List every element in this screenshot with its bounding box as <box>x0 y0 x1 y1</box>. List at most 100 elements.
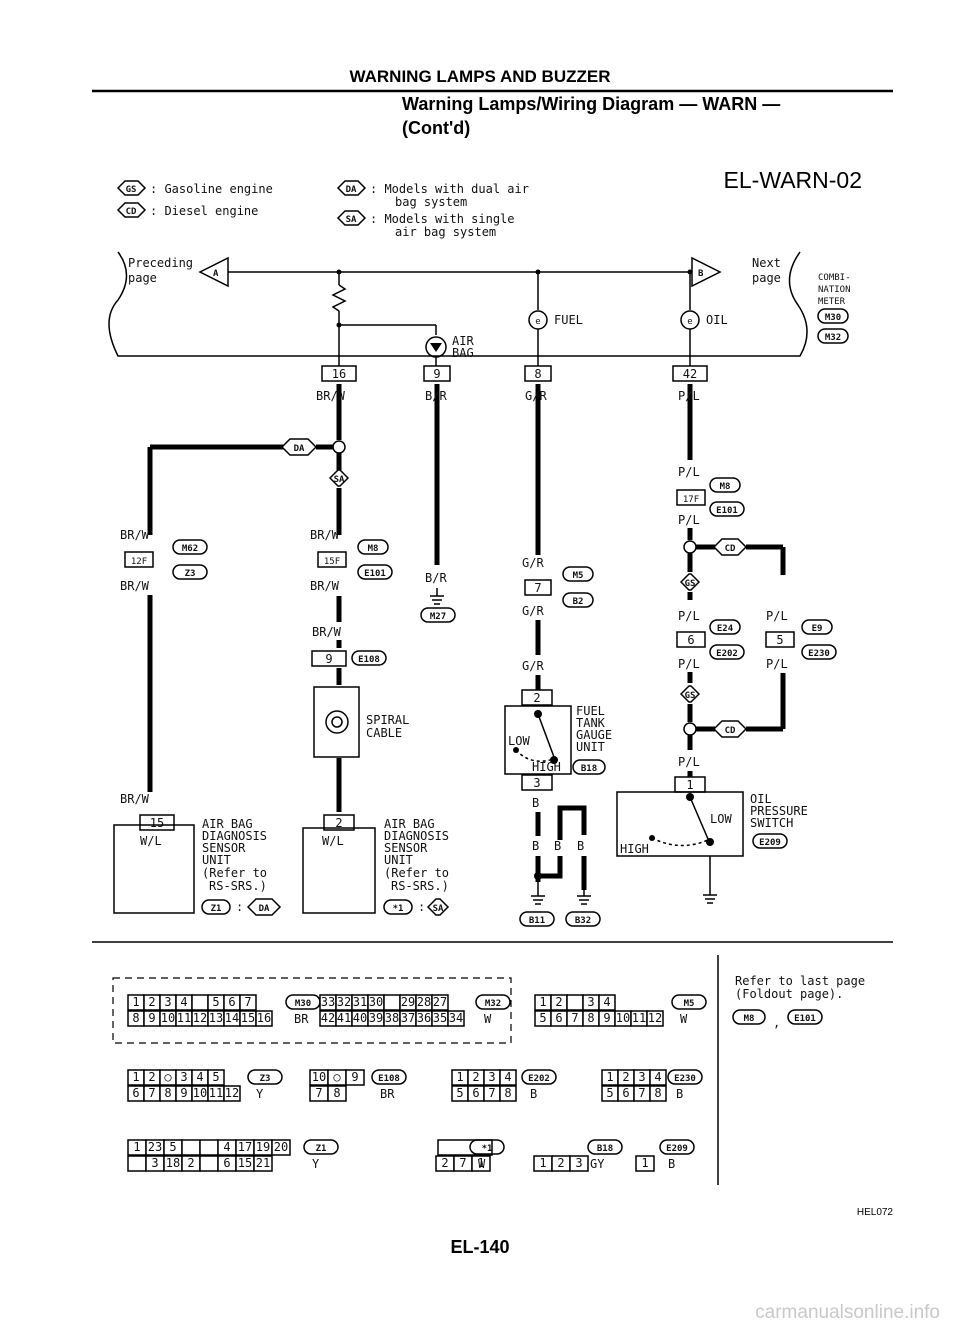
svg-text:G/R: G/R <box>522 659 544 673</box>
svg-text:GY: GY <box>590 1157 605 1171</box>
svg-text:AIR BAG: AIR BAG <box>202 817 253 831</box>
svg-text:E9: E9 <box>812 624 823 634</box>
svg-text:NATION: NATION <box>818 285 851 295</box>
combination-meter: Preceding page A B Next page COMBI- NATI… <box>108 251 851 370</box>
legend-da: DA : Models with dual air bag system <box>336 180 529 209</box>
svg-text::: : <box>418 900 425 914</box>
svg-text:: Gasoline engine: : Gasoline engine <box>150 182 273 196</box>
connector-cell: 19 <box>253 1139 273 1156</box>
svg-text:5: 5 <box>606 1086 613 1100</box>
connector-15: 15 <box>139 814 175 831</box>
svg-text:7: 7 <box>244 995 251 1009</box>
connector-cell: 33 <box>319 994 337 1011</box>
svg-text:SWITCH: SWITCH <box>750 816 793 830</box>
connector-cell: 36 <box>415 1010 433 1027</box>
connector-cell: 10 <box>614 1010 632 1027</box>
svg-text:4: 4 <box>504 1070 511 1084</box>
connector-cell: 12 <box>223 1085 241 1102</box>
svg-text:3: 3 <box>180 1070 187 1084</box>
svg-text:DA: DA <box>259 904 270 914</box>
refer-note: Refer to last page (Foldout page). M8 , … <box>732 974 865 1030</box>
svg-text:2: 2 <box>187 1156 194 1170</box>
svg-text:5: 5 <box>456 1086 463 1100</box>
svg-text:RS-SRS.): RS-SRS.) <box>209 879 267 893</box>
svg-text:Z1: Z1 <box>211 904 222 914</box>
pin-42: 42 <box>672 365 708 382</box>
connector-cell: 18 <box>163 1155 183 1172</box>
svg-text:29: 29 <box>401 995 415 1009</box>
connector-cell: 8 <box>649 1085 667 1102</box>
svg-text:UNIT: UNIT <box>202 853 231 867</box>
svg-text:PRESSURE: PRESSURE <box>750 804 808 818</box>
svg-text:E230: E230 <box>808 649 830 659</box>
svg-text:7: 7 <box>315 1086 322 1100</box>
meter-pins: 16 9 8 42 <box>321 365 708 382</box>
svg-text::: : <box>236 900 243 914</box>
connector-cell: 15 <box>239 1010 257 1027</box>
connector-cell: 1 <box>451 1069 469 1086</box>
svg-text:2: 2 <box>472 1070 479 1084</box>
connector-cell: 3 <box>633 1069 651 1086</box>
svg-text:35: 35 <box>433 1011 447 1025</box>
svg-text:SA: SA <box>334 475 345 485</box>
svg-text:Z3: Z3 <box>260 1074 271 1084</box>
connector-cell: 6 <box>223 994 241 1011</box>
connector-cell: 1 <box>127 1069 145 1086</box>
svg-text:: Models with single: : Models with single <box>370 212 515 226</box>
svg-text:M8: M8 <box>368 544 379 554</box>
svg-text:1: 1 <box>132 995 139 1009</box>
connector-e9: E9 <box>801 619 833 635</box>
connector-cell: 7 <box>483 1085 501 1102</box>
connector-cell: 41 <box>335 1010 353 1027</box>
svg-text:5: 5 <box>539 1011 546 1025</box>
connector-cell: 4 <box>191 1069 209 1086</box>
connector-cell: 2 <box>143 1069 161 1086</box>
connector-cell: 1 <box>533 1155 553 1172</box>
connector-cell: 7 <box>143 1085 161 1102</box>
svg-text:32: 32 <box>337 995 351 1009</box>
svg-text:GS: GS <box>126 185 137 195</box>
svg-text:9: 9 <box>433 367 440 381</box>
connector-cell: 2 <box>551 1155 571 1172</box>
connector-cell: 4 <box>649 1069 667 1086</box>
svg-text:17: 17 <box>238 1140 252 1154</box>
svg-text:12: 12 <box>225 1086 239 1100</box>
connector-b2: B2 <box>562 592 594 608</box>
svg-text:BR/W: BR/W <box>316 389 346 403</box>
connector-cell: 2 <box>617 1069 635 1086</box>
svg-text:15F: 15F <box>324 557 340 567</box>
connector-cell: 37 <box>399 1010 417 1027</box>
svg-text:B: B <box>577 839 584 853</box>
connector-cell: ○ <box>159 1069 177 1086</box>
svg-text:9: 9 <box>325 652 332 666</box>
svg-text:6: 6 <box>622 1086 629 1100</box>
svg-text:3: 3 <box>164 995 171 1009</box>
svg-text:16: 16 <box>257 1011 271 1025</box>
svg-text:23: 23 <box>148 1140 162 1154</box>
connector-cell: 1 <box>471 1155 491 1172</box>
svg-text:33: 33 <box>321 995 335 1009</box>
svg-text:OIL: OIL <box>750 792 772 806</box>
connector-9-e108: 9 <box>311 650 347 667</box>
svg-text:12F: 12F <box>131 557 147 567</box>
connector-e108: E108 <box>351 650 387 666</box>
connector-cell: 15 <box>235 1155 255 1172</box>
svg-text:SA: SA <box>433 904 444 914</box>
svg-text:B: B <box>698 269 704 279</box>
connector-cell: 1 <box>601 1069 619 1086</box>
svg-text:P/L: P/L <box>678 465 700 479</box>
svg-text:15: 15 <box>241 1011 255 1025</box>
svg-text:M30: M30 <box>825 313 841 323</box>
svg-text:39: 39 <box>369 1011 383 1025</box>
connector-cell: 10 <box>309 1069 329 1086</box>
connector-cell: 21 <box>253 1155 273 1172</box>
svg-text:HIGH: HIGH <box>532 760 561 774</box>
svg-text:M32: M32 <box>825 333 841 343</box>
svg-text:G/R: G/R <box>522 556 544 570</box>
svg-text:11: 11 <box>177 1011 191 1025</box>
connector-cell: 17 <box>235 1139 255 1156</box>
connector-cell: 9 <box>598 1010 616 1027</box>
